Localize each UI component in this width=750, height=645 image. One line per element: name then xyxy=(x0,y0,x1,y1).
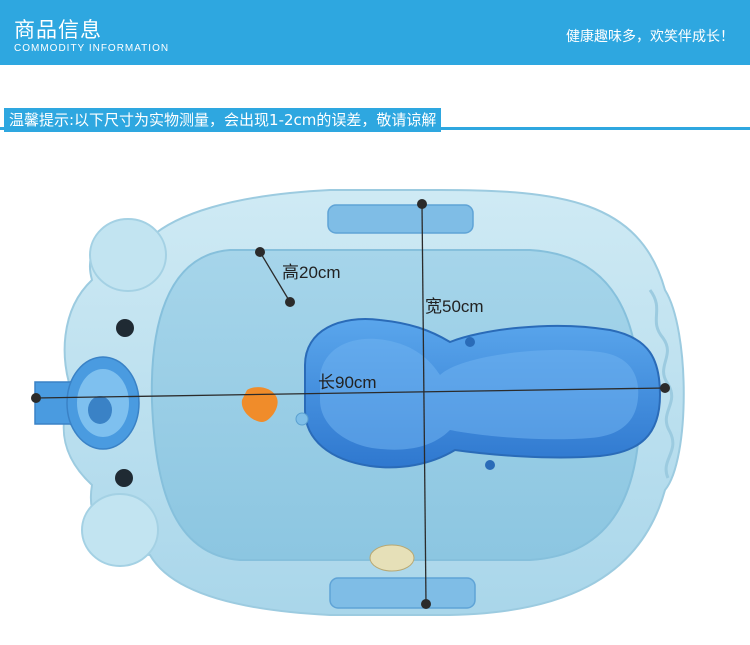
bathtub-product-image: 高20cm 宽50cm 长90cm xyxy=(31,189,685,616)
rim-wave xyxy=(648,289,675,479)
width-marker-top xyxy=(417,199,427,209)
height-line xyxy=(259,251,291,303)
width-line xyxy=(421,203,427,605)
height-label: 高20cm xyxy=(282,263,341,282)
bear-eye-bottom xyxy=(115,469,133,487)
ear-top xyxy=(89,218,167,292)
header-banner: 商品信息 COMMODITY INFORMATION 健康趣味多，欢笑伴成长！ xyxy=(0,0,750,65)
height-marker-top xyxy=(255,247,265,257)
brand-sticker xyxy=(369,544,415,572)
drain-spout xyxy=(34,356,140,450)
measurement-lines xyxy=(31,199,670,609)
handle-top xyxy=(327,204,474,234)
length-line xyxy=(35,387,666,399)
handle-bottom xyxy=(329,577,476,609)
header-slogan: 健康趣味多，欢笑伴成长！ xyxy=(566,29,734,45)
temperature-sticker xyxy=(241,387,278,422)
header-subtitle: COMMODITY INFORMATION xyxy=(14,43,170,54)
header-title: 商品信息 xyxy=(14,18,102,42)
length-label: 长90cm xyxy=(318,373,377,392)
width-label: 宽50cm xyxy=(425,297,484,316)
width-marker-bottom xyxy=(421,599,431,609)
ear-bottom xyxy=(81,493,159,567)
notice-banner: 温馨提示:以下尺寸为实物测量，会出现1-2cm的误差，敬请谅解 xyxy=(4,108,442,132)
length-marker-left xyxy=(31,393,41,403)
height-marker-bottom xyxy=(285,297,295,307)
bath-seat xyxy=(295,318,662,470)
bear-eye-top xyxy=(116,319,134,337)
length-marker-right xyxy=(660,383,670,393)
